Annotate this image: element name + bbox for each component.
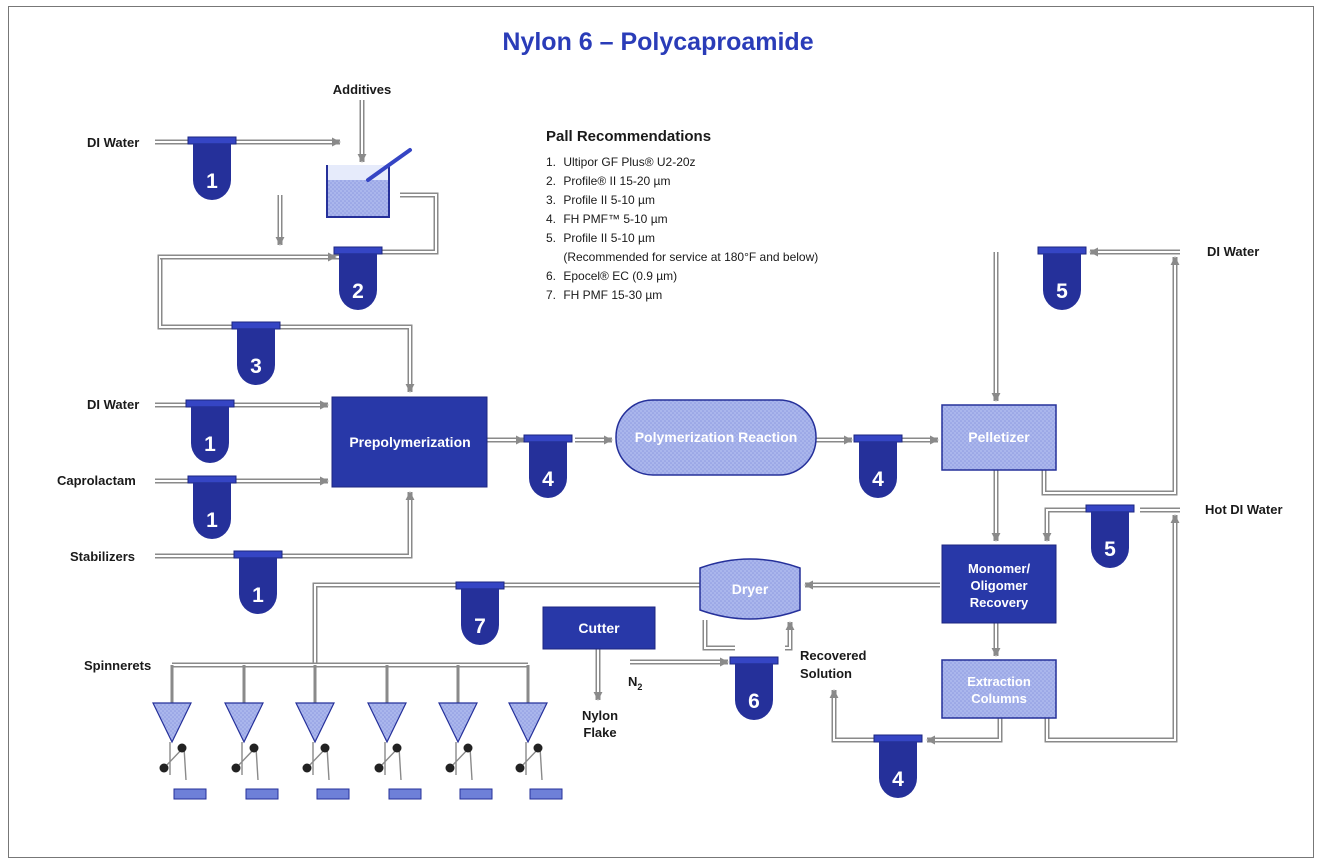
monomer-recovery-box: Monomer/ Oligomer Recovery xyxy=(941,544,1057,624)
spinneret xyxy=(224,665,279,800)
svg-text:1: 1 xyxy=(204,433,216,456)
recommendation-item: 4. FH PMF™ 5-10 µm xyxy=(546,212,668,226)
di-water-top-label: DI Water xyxy=(87,135,139,150)
svg-text:2: 2 xyxy=(352,280,364,303)
recommendation-item: 5. Profile II 5-10 µm xyxy=(546,231,655,245)
filter-1: 1 xyxy=(187,136,237,200)
recommendation-item: 1. Ultipor GF Plus® U2-20z xyxy=(546,155,696,169)
pelletizer-label: Pelletizer xyxy=(968,429,1030,445)
recovered-solution-label-1: Recovered xyxy=(800,648,867,663)
svg-text:3: 3 xyxy=(250,355,262,378)
extraction-label-2: Columns xyxy=(971,691,1027,706)
spinneret xyxy=(295,665,350,800)
recommendation-item: 3. Profile II 5-10 µm xyxy=(546,193,655,207)
svg-text:4: 4 xyxy=(542,468,554,491)
flow-labels: Nylon 6 – Polycaproamide Additives DI Wa… xyxy=(57,28,1283,740)
svg-text:4: 4 xyxy=(872,468,884,491)
filter-1: 1 xyxy=(185,399,235,463)
hot-di-water-label: Hot DI Water xyxy=(1205,502,1283,517)
filter-5: 5 xyxy=(1085,504,1135,568)
pipes xyxy=(155,100,1180,745)
title: Nylon 6 – Polycaproamide xyxy=(502,28,813,56)
spinneret xyxy=(508,665,563,800)
nylon-flake-label-1: Nylon xyxy=(582,708,618,723)
spinnerets-label: Spinnerets xyxy=(84,658,151,673)
recommendations-heading: Pall Recommendations xyxy=(546,128,712,145)
filter-7: 7 xyxy=(455,581,505,645)
additives-label: Additives xyxy=(333,82,392,97)
di-water-mid-label: DI Water xyxy=(87,397,139,412)
recommendation-item: 6. Epocel® EC (0.9 µm) xyxy=(546,269,678,283)
spinneret-group xyxy=(152,665,563,800)
filter-4: 4 xyxy=(523,434,573,498)
n2-label: N2 xyxy=(628,674,642,692)
recommendations-list: 1. Ultipor GF Plus® U2-20z 2. Profile® I… xyxy=(546,153,926,305)
svg-text:5: 5 xyxy=(1104,538,1116,561)
filter-4: 4 xyxy=(853,434,903,498)
recommendation-item: 7. FH PMF 15-30 µm xyxy=(546,288,663,302)
monomer-label-1: Monomer/ xyxy=(968,561,1031,576)
cutter-box: Cutter xyxy=(542,606,656,650)
filter-5: 5 xyxy=(1037,246,1087,310)
svg-text:1: 1 xyxy=(206,509,218,532)
monomer-label-2: Oligomer xyxy=(970,578,1027,593)
additives-tank xyxy=(326,148,412,218)
filter-6: 6 xyxy=(729,656,779,720)
polymerization-reaction-label: Polymerization Reaction xyxy=(635,429,798,445)
spinneret xyxy=(438,665,493,800)
svg-text:7: 7 xyxy=(474,615,486,638)
filter-2: 2 xyxy=(333,246,383,310)
recommendation-note: (Recommended for service at 180°F and be… xyxy=(563,250,819,264)
polymerization-reaction-box: Polymerization Reaction xyxy=(615,399,817,476)
spinneret xyxy=(367,665,422,800)
di-water-right-label: DI Water xyxy=(1207,244,1259,259)
svg-text:1: 1 xyxy=(206,170,218,193)
recovered-solution-label-2: Solution xyxy=(800,666,852,681)
filter-group: 1 2 3 1 1 1 4 4 5 5 7 6 4 xyxy=(185,136,1135,798)
prepolymerization-box: Prepolymerization xyxy=(331,396,488,488)
filter-4: 4 xyxy=(873,734,923,798)
svg-text:5: 5 xyxy=(1056,280,1068,303)
cutter-label: Cutter xyxy=(578,620,620,636)
svg-text:4: 4 xyxy=(892,768,904,791)
extraction-label-1: Extraction xyxy=(967,674,1031,689)
caprolactam-label: Caprolactam xyxy=(57,473,136,488)
filter-3: 3 xyxy=(231,321,281,385)
svg-text:6: 6 xyxy=(748,690,760,713)
dryer-box: Dryer xyxy=(699,558,801,620)
filter-1: 1 xyxy=(187,475,237,539)
pall-recommendations: Pall Recommendations 1. Ultipor GF Plus®… xyxy=(546,128,926,305)
prepolymerization-label: Prepolymerization xyxy=(349,434,470,450)
filter-1: 1 xyxy=(233,550,283,614)
pelletizer-box: Pelletizer xyxy=(941,404,1057,471)
spinneret xyxy=(152,665,207,800)
monomer-label-3: Recovery xyxy=(970,595,1029,610)
dryer-label: Dryer xyxy=(732,581,769,597)
stabilizers-label: Stabilizers xyxy=(70,549,135,564)
nylon-flake-label-2: Flake xyxy=(583,725,616,740)
recommendation-item: 2. Profile® II 15-20 µm xyxy=(546,174,671,188)
svg-text:1: 1 xyxy=(252,584,264,607)
extraction-columns-box: Extraction Columns xyxy=(941,659,1057,719)
